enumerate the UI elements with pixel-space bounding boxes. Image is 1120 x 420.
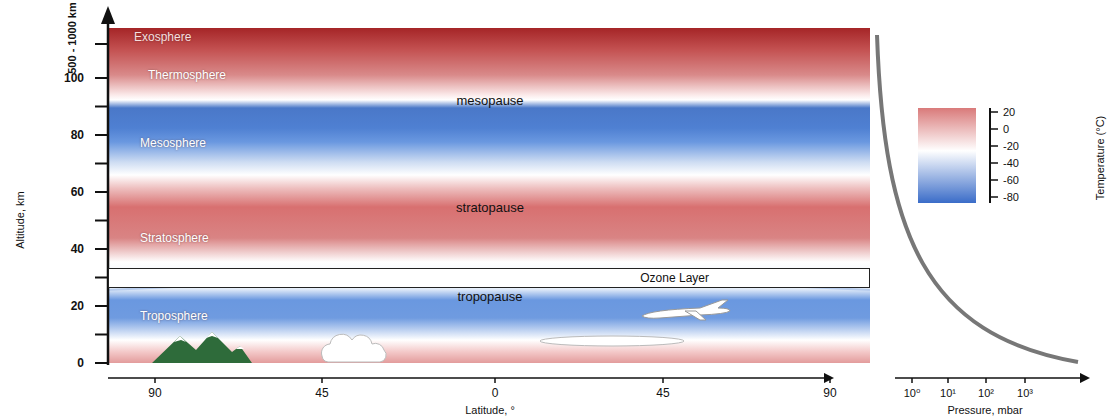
ozone-layer-box: Ozone Layer [108, 268, 870, 288]
tick-label: 60 [71, 185, 84, 199]
latitude-ticks [155, 378, 830, 383]
colorbar-scale [990, 108, 998, 203]
colorbar-tick: -20 [1003, 140, 1019, 152]
tick-label: 40 [71, 242, 84, 256]
tick-label: 20 [71, 299, 84, 313]
tick-label: 10¹ [940, 387, 956, 399]
stratosphere-band: Stratosphere [108, 224, 870, 252]
layer-name: Thermosphere [148, 68, 226, 82]
altitude-range: 500 - 1000 km [66, 2, 78, 74]
layer-name: Troposphere [140, 309, 208, 323]
colorbar-tick: -80 [1003, 191, 1019, 203]
tick-label: 10² [978, 387, 994, 399]
boundary-name: mesopause [456, 93, 523, 108]
colorbar-tick: -40 [1003, 157, 1019, 169]
cloud-icon [321, 334, 386, 362]
colorbar-tick: -60 [1003, 174, 1019, 186]
axis-title: Altitude, km [14, 191, 26, 248]
mesosphere-band: Mesosphere [108, 128, 870, 158]
boundary-name: stratopause [456, 200, 524, 215]
tick-label: 90 [823, 386, 836, 400]
thermosphere-band: Thermosphere [108, 62, 870, 88]
layer-name: Stratosphere [140, 231, 209, 245]
axis-title: Pressure, mbar [947, 404, 1022, 416]
layer-name: Ozone Layer [640, 271, 709, 285]
tick-label: 10³ [1017, 387, 1033, 399]
boundary-name: tropopause [457, 289, 522, 304]
colorbar-tick: 20 [1003, 106, 1015, 118]
tick-label: 80 [71, 128, 84, 142]
axis-title: Temperature (°C) [1094, 116, 1106, 200]
tick-label: 45 [315, 386, 328, 400]
tick-label: 10⁰ [904, 387, 921, 400]
airplane-icon [642, 300, 730, 320]
exosphere-band: Exosphere [108, 28, 870, 46]
layer-name: Mesosphere [140, 136, 206, 150]
temperature-colorbar [918, 108, 976, 203]
pressure-curve [877, 35, 1078, 362]
tick-label: 90 [148, 386, 161, 400]
tick-label: 100 [64, 71, 84, 85]
layer-name: Exosphere [134, 30, 191, 44]
altitude-axis [95, 6, 115, 365]
tick-label: 45 [656, 386, 669, 400]
mountains-icon [152, 332, 252, 363]
colorbar-tick: 0 [1003, 123, 1009, 135]
tick-label: 0 [77, 356, 84, 370]
troposphere-band: Troposphere [108, 304, 870, 328]
pressure-axis [895, 378, 1088, 379]
latitude-axis [108, 378, 832, 379]
tick-label: 0 [492, 386, 499, 400]
atmosphere-bands [108, 28, 870, 363]
pressure-ticks [912, 378, 1025, 383]
flat-cloud-icon [540, 336, 684, 346]
axis-title: Latitude, ° [465, 404, 515, 416]
